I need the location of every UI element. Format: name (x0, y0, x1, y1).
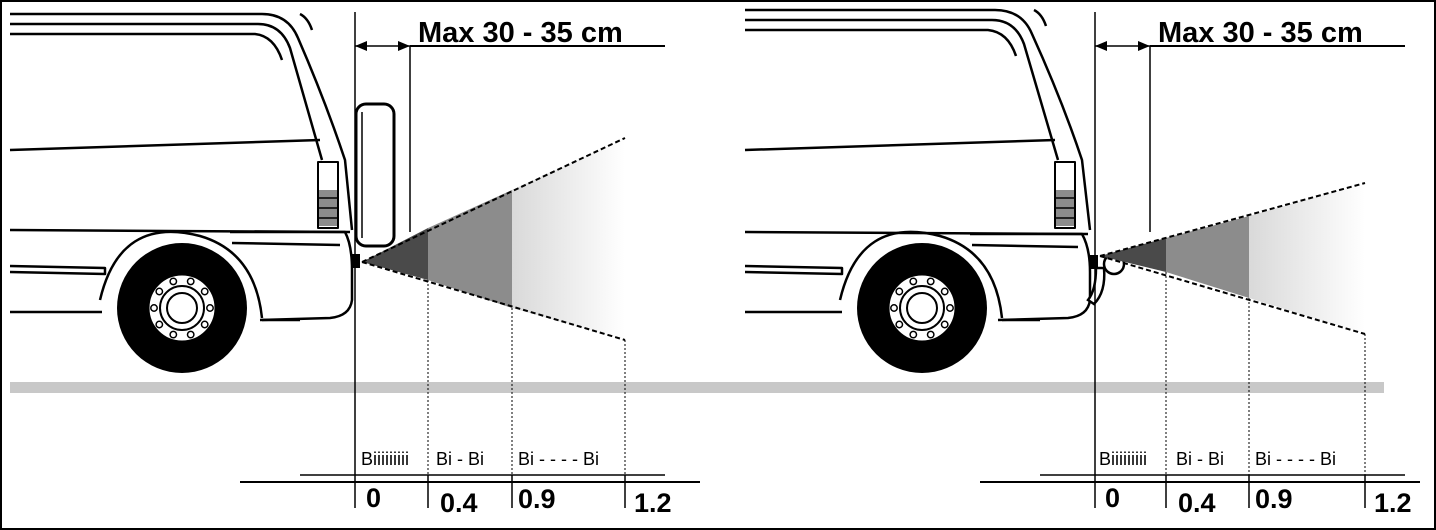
lug-nut (155, 320, 164, 329)
parking-sensor-right (1090, 255, 1098, 269)
zone-mid-right (1166, 216, 1249, 298)
lug-nut (926, 277, 935, 286)
rear-wheel-left (117, 243, 247, 373)
zone-dark-left (362, 228, 428, 280)
ground-strip (10, 382, 1384, 393)
van-body-left (9, 12, 354, 322)
parking-sensor-left (352, 254, 360, 268)
lug-nut (155, 287, 164, 296)
max-distance-title: Max 30 - 35 cm (418, 17, 623, 49)
panel-spare-wheel: Max 30 - 35 cm Biiiiiiiii Bi - Bi Bi - -… (9, 12, 700, 518)
tick-label-0: 0 (366, 483, 381, 513)
lug-nut (200, 320, 209, 329)
rear-wheel-right (857, 243, 987, 373)
zone-label-2-right: Bi - Bi (1176, 449, 1224, 469)
van-body-right (744, 8, 1092, 322)
lug-nut (150, 304, 158, 312)
lug-nut (200, 287, 209, 296)
tick-label-0-9-right: 0.9 (1255, 484, 1293, 514)
tick-label-0-right: 0 (1105, 483, 1120, 513)
zone-label-1: Biiiiiiiii (361, 449, 409, 469)
max-distance-title-right: Max 30 - 35 cm (1158, 17, 1363, 49)
lug-nut (940, 287, 949, 296)
tick-label-0-4: 0.4 (440, 488, 478, 518)
spare-wheel (354, 102, 396, 248)
tick-label-0-4-right: 0.4 (1178, 488, 1216, 518)
zone-light-right (1249, 183, 1365, 334)
lug-nut (895, 320, 904, 329)
lug-nut (169, 277, 178, 286)
lug-nut (940, 320, 949, 329)
lug-nut (926, 330, 935, 339)
lug-nut (946, 304, 954, 312)
zone-mid-left (428, 190, 512, 308)
lug-nut (206, 304, 214, 312)
zone-label-3: Bi - - - - Bi (518, 449, 599, 469)
lug-nut (890, 304, 898, 312)
tick-label-0-9: 0.9 (518, 484, 556, 514)
zone-label-1-right: Biiiiiiiii (1099, 449, 1147, 469)
tick-label-1-2-right: 1.2 (1374, 488, 1412, 518)
zone-light-left (512, 138, 625, 340)
zone-label-2: Bi - Bi (436, 449, 484, 469)
lug-nut (169, 330, 178, 339)
zone-label-3-right: Bi - - - - Bi (1255, 449, 1336, 469)
lug-nut (909, 277, 918, 286)
lug-nut (909, 330, 918, 339)
tick-label-1-2: 1.2 (634, 488, 672, 518)
lug-nut (186, 330, 195, 339)
panel-tow-ball: Max 30 - 35 cm Biiiiiiiii Bi - Bi Bi - -… (744, 8, 1420, 518)
zone-dark-right (1100, 238, 1166, 272)
lug-nut (895, 287, 904, 296)
lug-nut (186, 277, 195, 286)
